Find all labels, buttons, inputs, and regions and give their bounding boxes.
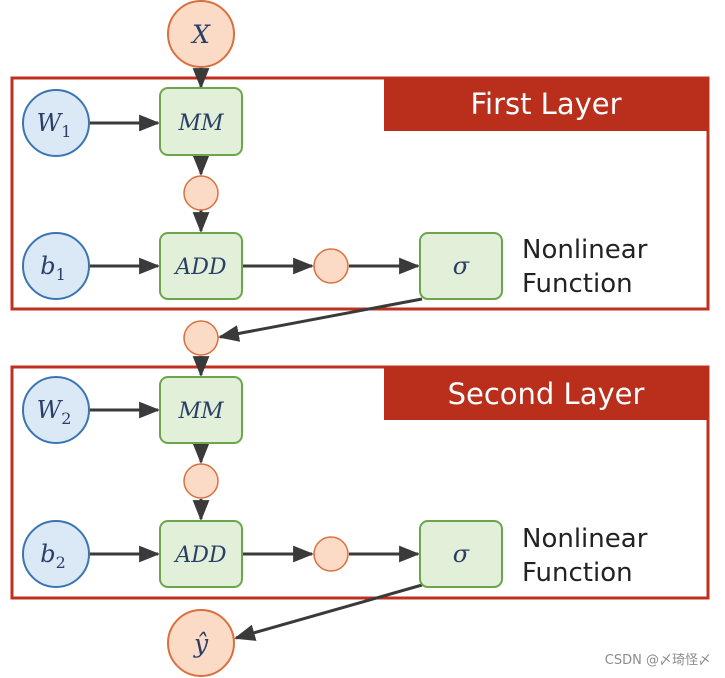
nonlinear-note-1-line2: Function [522, 269, 633, 299]
hidden-node-mm1 [183, 175, 219, 211]
mm-2-op [159, 376, 243, 444]
mm-1-label: MM [177, 111, 224, 136]
add-2-label: ADD [173, 543, 227, 568]
add-1-label: ADD [173, 255, 227, 280]
hidden-node-add2 [313, 536, 349, 572]
edge-sigma1-to-h [217, 297, 423, 342]
second-layer-frame [10, 365, 710, 600]
bias-1-node [22, 232, 90, 300]
weight-2-label: W2 [37, 396, 72, 428]
input-node [167, 0, 235, 68]
first-layer-title: First Layer [470, 87, 621, 121]
second-layer-title-bg [384, 367, 708, 420]
weight-1-node [22, 89, 90, 157]
sigma-2-op [419, 520, 503, 588]
watermark: CSDN @〆琦怪〆 [604, 653, 711, 668]
add-1-op [159, 232, 243, 300]
mm-2-label: MM [177, 399, 224, 424]
input-label: X [190, 20, 211, 49]
edge-sigma2-to-yhat [233, 583, 423, 641]
hidden-node-between-layers [183, 320, 219, 356]
first-layer-title-bg [384, 78, 708, 131]
sigma-1-label: σ [453, 252, 470, 280]
weight-1-label: W1 [37, 109, 72, 141]
sigma-1-op [419, 232, 503, 300]
nonlinear-note-2-line2: Function [522, 558, 633, 588]
output-node [167, 609, 235, 677]
bias-1-label: b1 [40, 252, 66, 284]
nonlinear-note-2-line1: Nonlinear [522, 524, 648, 554]
first-layer-frame [10, 76, 710, 311]
hidden-node-add1 [313, 248, 349, 284]
mm-1-op [159, 87, 243, 156]
bias-2-label: b2 [40, 540, 66, 572]
nonlinear-note-1-line1: Nonlinear [522, 235, 648, 265]
sigma-2-label: σ [453, 540, 470, 568]
hidden-node-mm2 [183, 463, 219, 499]
bias-2-node [22, 520, 90, 588]
edges [89, 67, 423, 641]
weight-2-node [22, 376, 90, 444]
output-label: ŷ [193, 629, 209, 658]
second-layer-title: Second Layer [448, 377, 645, 411]
add-2-op [159, 520, 243, 588]
